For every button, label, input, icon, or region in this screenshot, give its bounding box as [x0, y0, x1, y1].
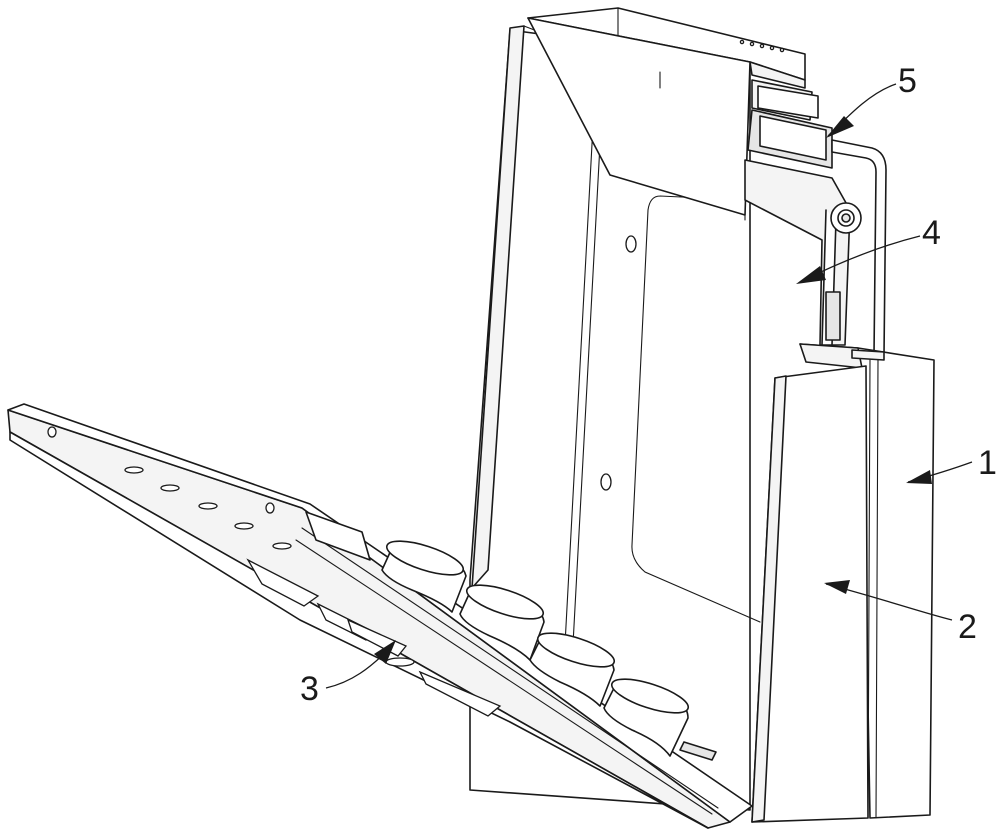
callout-5: 5 — [826, 62, 917, 138]
callout-label-5: 5 — [898, 62, 917, 100]
callout-label-3: 3 — [300, 670, 319, 708]
callout-label-4: 4 — [922, 214, 941, 252]
callout-label-2: 2 — [958, 608, 977, 646]
callout-label-1: 1 — [978, 444, 997, 482]
front-cover-panel — [752, 366, 868, 822]
callout-3: 3 — [300, 640, 396, 708]
belt-pulley — [745, 160, 861, 345]
